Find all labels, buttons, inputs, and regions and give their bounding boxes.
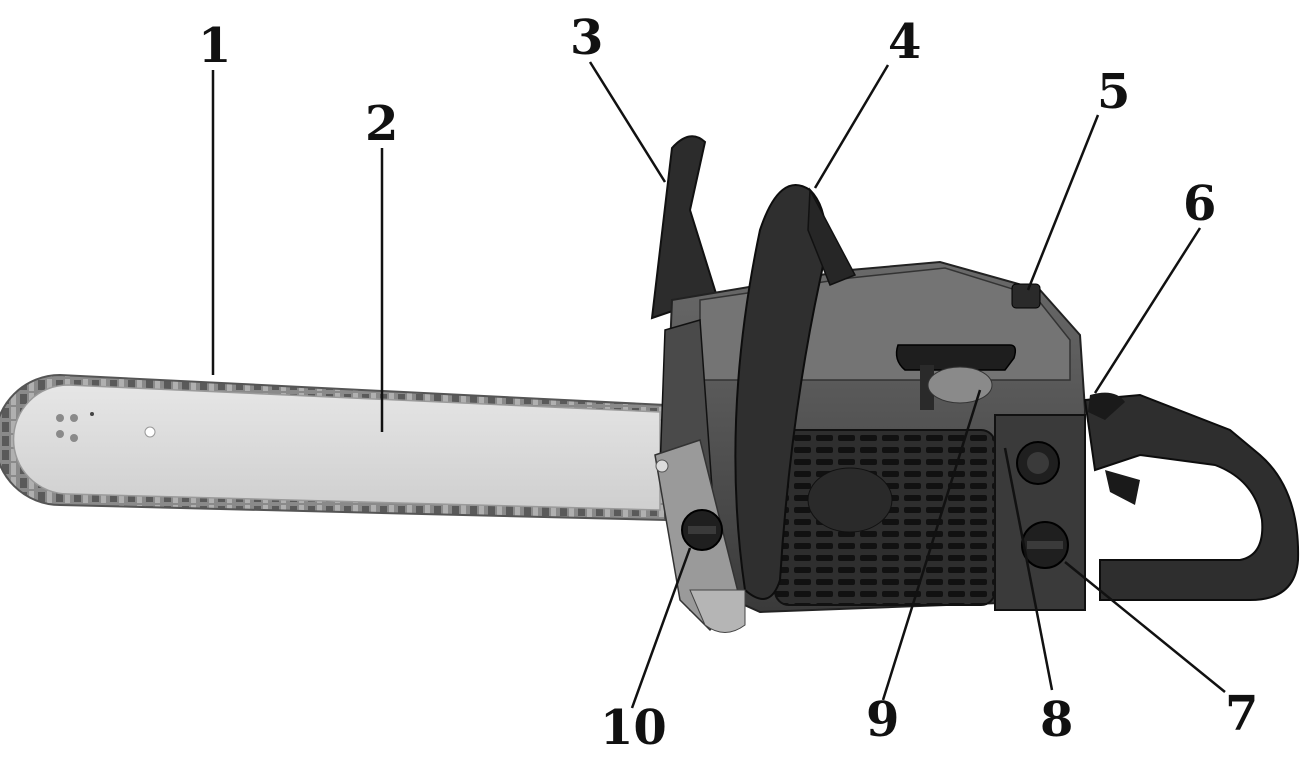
front-bumper [689, 589, 746, 633]
oil-cap [1021, 521, 1069, 569]
front-handle [734, 184, 857, 600]
leader-5 [1026, 114, 1100, 291]
guide-bar [12, 384, 661, 511]
callout-7: 7 [1225, 686, 1259, 742]
callout-9: 9 [866, 692, 900, 748]
callout-3: 3 [570, 10, 604, 66]
callout-4: 4 [888, 14, 922, 70]
leader-6 [1093, 227, 1202, 394]
leader-7 [1064, 561, 1226, 693]
leader-8 [1003, 447, 1054, 691]
engine-housing [654, 260, 1087, 632]
front-hand-guard [650, 135, 720, 320]
rear-handle [1083, 392, 1300, 601]
callout-8: 8 [1040, 692, 1074, 748]
leader-9 [881, 389, 982, 701]
callout-5: 5 [1097, 64, 1131, 120]
leader-lines [211, 61, 1226, 709]
callout-10: 10 [600, 700, 667, 756]
callout-1: 1 [198, 18, 232, 74]
fuel-cap [1016, 441, 1060, 485]
air-filter-knob [1011, 283, 1041, 309]
leader-10 [630, 547, 692, 709]
starter-handle [895, 344, 1017, 410]
leader-4 [813, 64, 890, 189]
callout-2: 2 [365, 96, 399, 152]
leader-3 [588, 61, 667, 183]
callout-6: 6 [1183, 176, 1217, 232]
bar-nut [681, 509, 723, 551]
